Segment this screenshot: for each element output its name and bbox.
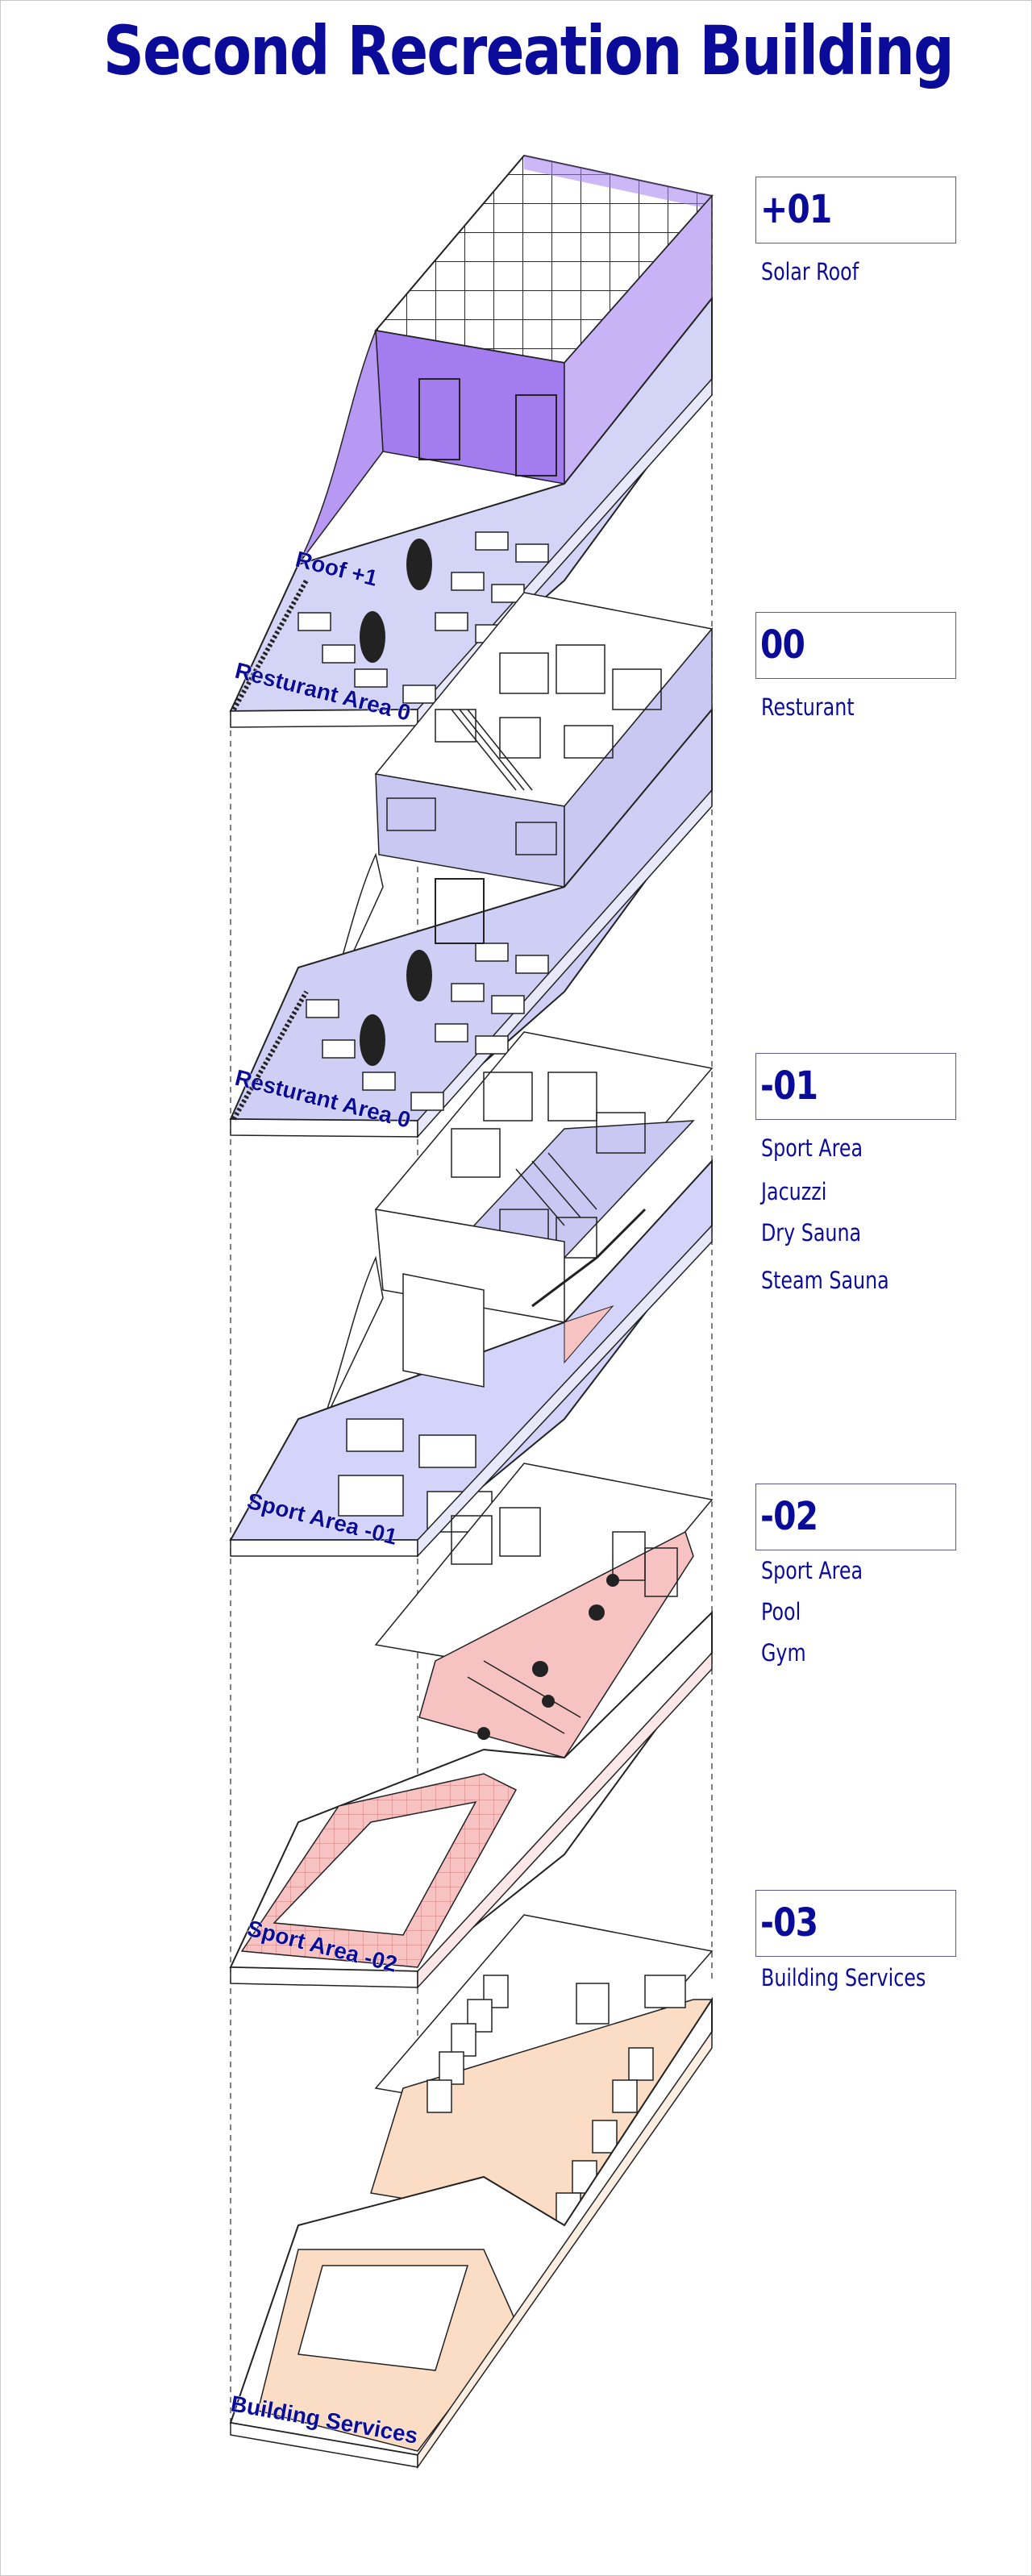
level-item-jacuzzi: Jacuzzi xyxy=(761,1178,827,1205)
level-box-00 xyxy=(755,612,956,679)
level-number-00: 00 xyxy=(760,622,805,668)
level-number-minus02: -02 xyxy=(760,1494,818,1539)
level-number-plus01: +01 xyxy=(760,187,832,232)
level-item-pool: Pool xyxy=(761,1598,801,1625)
level-item-sport-area: Sport Area xyxy=(761,1557,863,1584)
level-box-plus01 xyxy=(755,177,956,243)
level-sport-02-plate: Sport Area -02 xyxy=(229,1463,714,1989)
level-item-steam-sauna: Steam Sauna xyxy=(761,1267,889,1294)
alignment-lines xyxy=(230,202,713,2455)
level-sport-01-plate: Sport Area -01 xyxy=(229,1031,714,1558)
page-title: Second Recreation Building xyxy=(103,11,955,90)
level-box-minus02 xyxy=(755,1484,956,1550)
level-item-building-services: Building Services xyxy=(761,1964,926,1991)
level-number-minus01: -01 xyxy=(760,1063,818,1109)
level-box-minus01 xyxy=(755,1053,956,1120)
level-item-dry-sauna: Dry Sauna xyxy=(761,1219,862,1246)
level-box-minus03 xyxy=(755,1890,956,1957)
level-item-resturant: Resturant xyxy=(761,693,855,721)
level-number-minus03: -03 xyxy=(760,1900,818,1946)
level-item-sport-area: Sport Area xyxy=(761,1134,863,1162)
level-item-solar-roof: Solar Roof xyxy=(761,258,859,285)
level-services-plate: Building Services xyxy=(228,1914,714,2470)
level-restaurant-plate: Resturant Area 0 xyxy=(229,592,714,1138)
level-item-gym: Gym xyxy=(761,1639,806,1667)
